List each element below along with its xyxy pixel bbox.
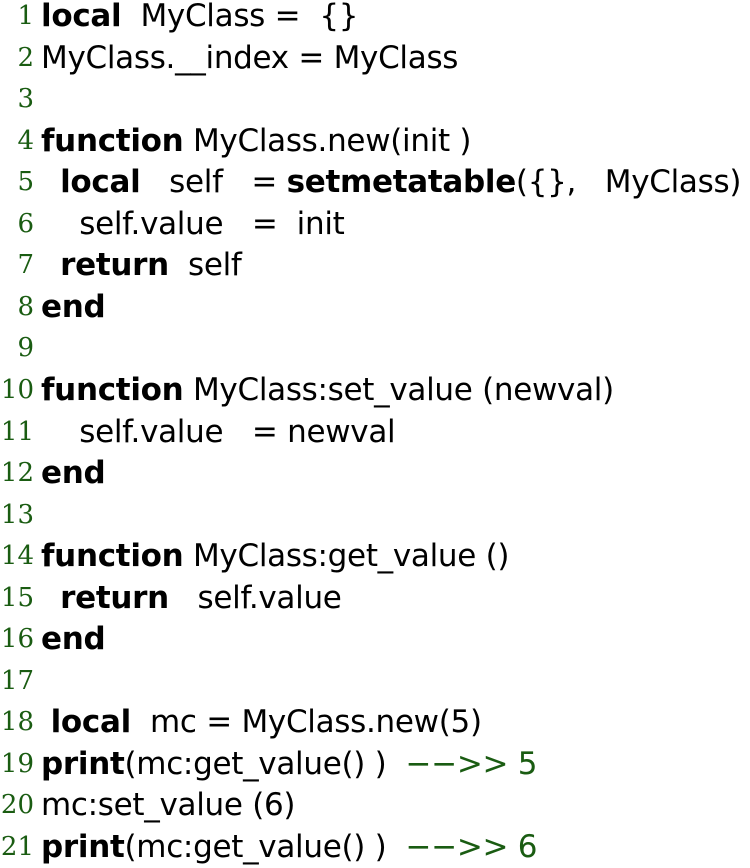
code-text: function MyClass.new(init ) bbox=[41, 121, 472, 162]
code-text: end bbox=[41, 453, 106, 494]
code-token: MyClass = {} bbox=[121, 0, 359, 34]
code-token: mc = MyClass.new(5) bbox=[130, 704, 482, 741]
code-token: mc:set_value (6) bbox=[41, 787, 296, 824]
code-text: end bbox=[41, 287, 106, 328]
code-text: self.value = init bbox=[41, 204, 345, 245]
line-number: 4 bbox=[17, 125, 34, 156]
code-line: 15 return self.value bbox=[0, 578, 750, 619]
line-number: 20 bbox=[0, 790, 34, 821]
keyword: local bbox=[60, 164, 141, 201]
code-text: self.value = newval bbox=[41, 412, 395, 453]
keyword: function bbox=[41, 538, 184, 575]
code-text: function MyClass:get_value () bbox=[41, 536, 510, 577]
keyword: local bbox=[41, 0, 122, 34]
keyword: function bbox=[41, 371, 184, 408]
comment: −−>> 5 bbox=[405, 745, 538, 782]
keyword: local bbox=[50, 704, 132, 741]
code-token: ({}, MyClass) bbox=[515, 164, 742, 201]
code-text: local mc = MyClass.new(5) bbox=[41, 702, 482, 743]
code-token: self.value bbox=[168, 579, 342, 616]
keyword: end bbox=[41, 621, 106, 658]
code-line: 5 local self = setmetatable({}, MyClass) bbox=[0, 162, 750, 203]
line-number: 21 bbox=[0, 832, 34, 862]
keyword: setmetatable bbox=[286, 164, 517, 201]
keyword: print bbox=[41, 745, 125, 782]
code-token bbox=[41, 164, 60, 200]
line-number: 17 bbox=[0, 665, 34, 696]
code-line: 17 bbox=[0, 661, 750, 702]
code-text: MyClass.__index = MyClass bbox=[41, 38, 458, 79]
comment: −−>> 6 bbox=[405, 829, 538, 865]
code-text: return self.value bbox=[41, 578, 342, 619]
code-text: print(mc:get_value() ) −−>> 5 bbox=[41, 744, 538, 785]
line-number: 16 bbox=[0, 624, 34, 655]
line-number: 19 bbox=[0, 748, 34, 779]
code-line: 18 local mc = MyClass.new(5) bbox=[0, 702, 750, 743]
code-token: self.value = newval bbox=[41, 413, 396, 450]
line-number: 13 bbox=[0, 499, 34, 530]
keyword: print bbox=[41, 829, 125, 865]
line-number: 7 bbox=[17, 250, 34, 281]
line-number: 2 bbox=[17, 42, 34, 73]
keyword: function bbox=[41, 122, 184, 159]
code-text: print(mc:get_value() ) −−>> 6 bbox=[41, 827, 538, 868]
code-line: 13 bbox=[0, 495, 750, 536]
keyword: return bbox=[60, 579, 169, 616]
code-line: 7 return self bbox=[0, 245, 750, 286]
code-token: self.value = init bbox=[41, 205, 345, 242]
line-number: 1 bbox=[17, 1, 34, 31]
code-text: local self = setmetatable({}, MyClass) bbox=[41, 162, 741, 203]
code-token: self = bbox=[140, 164, 287, 201]
code-token bbox=[41, 247, 60, 283]
code-line: 9 bbox=[0, 328, 750, 369]
line-number: 3 bbox=[17, 84, 34, 115]
code-line: 6 self.value = init bbox=[0, 204, 750, 245]
line-number: 12 bbox=[0, 458, 34, 489]
line-number: 6 bbox=[17, 208, 34, 239]
line-number: 11 bbox=[0, 416, 34, 447]
line-number: 15 bbox=[0, 582, 34, 613]
code-text: mc:set_value (6) bbox=[41, 785, 296, 826]
code-text: function MyClass:set_value (newval) bbox=[41, 370, 614, 411]
code-line: 3 bbox=[0, 79, 750, 120]
line-number: 18 bbox=[0, 707, 34, 738]
code-token bbox=[41, 580, 60, 616]
code-text: return self bbox=[41, 245, 242, 286]
code-text: end bbox=[41, 619, 106, 660]
code-token: MyClass:get_value () bbox=[183, 538, 510, 575]
code-token: self bbox=[168, 247, 242, 284]
keyword: end bbox=[41, 288, 106, 325]
code-token: MyClass:set_value (newval) bbox=[183, 371, 614, 408]
line-number: 14 bbox=[0, 541, 34, 572]
code-text: local MyClass = {} bbox=[41, 0, 359, 37]
code-token: (mc:get_value() ) bbox=[124, 745, 406, 782]
code-token bbox=[41, 704, 51, 740]
line-number: 10 bbox=[0, 374, 34, 405]
line-number: 9 bbox=[17, 333, 34, 364]
keyword: end bbox=[41, 455, 106, 492]
code-token: MyClass.__index = MyClass bbox=[41, 39, 459, 76]
code-token: MyClass.new(init ) bbox=[183, 122, 472, 159]
code-line: 11 self.value = newval bbox=[0, 412, 750, 453]
keyword: return bbox=[60, 247, 169, 284]
line-number: 8 bbox=[17, 291, 34, 322]
line-number: 5 bbox=[17, 167, 34, 198]
code-token: (mc:get_value() ) bbox=[124, 829, 406, 865]
